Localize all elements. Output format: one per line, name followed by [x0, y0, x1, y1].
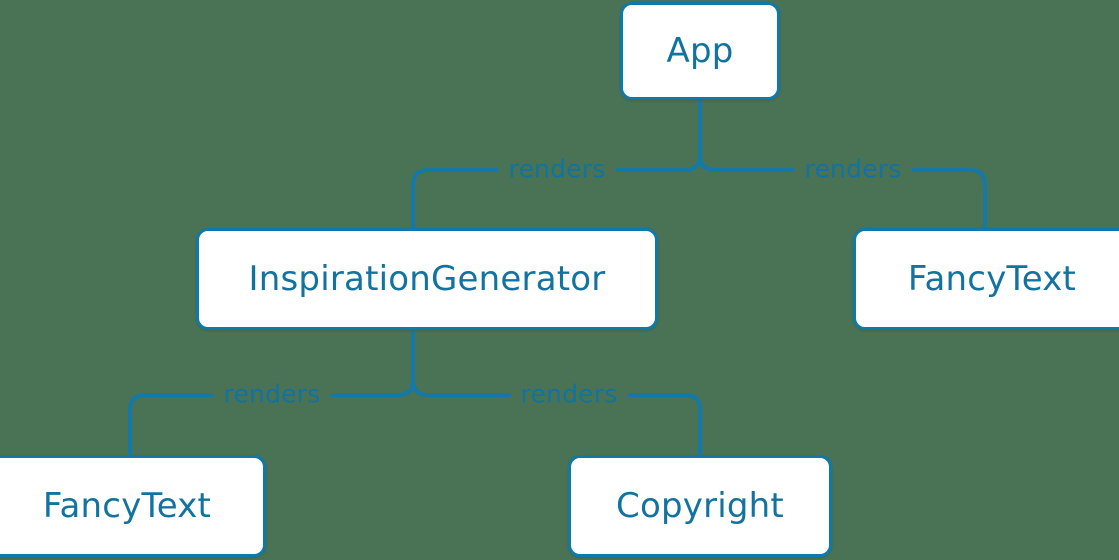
node-app-label: App: [666, 31, 734, 71]
edge-label-app-to-inspirationgenerator: renders: [498, 156, 616, 182]
edge-app-to-fancytext-right: [698, 153, 987, 230]
node-inspirationgenerator-label: InspirationGenerator: [248, 259, 606, 299]
edge-inspirationgenerator-to-copyright: [411, 378, 702, 457]
node-copyright-label: Copyright: [616, 486, 784, 526]
edge-label-inspirationgenerator-to-fancytext-left: renders: [213, 381, 331, 407]
node-fancytext-right-label: FancyText: [907, 259, 1077, 299]
node-inspirationgenerator[interactable]: InspirationGenerator: [196, 228, 658, 330]
edge-inspirationgenerator-to-fancytext-left: [128, 378, 415, 457]
node-copyright[interactable]: Copyright: [568, 455, 832, 557]
edge-app-to-inspirationgenerator: [411, 153, 702, 230]
edge-label-inspirationgenerator-to-copyright: renders: [510, 381, 628, 407]
node-fancytext-left[interactable]: FancyText: [0, 455, 266, 557]
node-fancytext-right[interactable]: FancyText: [853, 228, 1119, 330]
node-app[interactable]: App: [620, 2, 780, 100]
edge-label-app-to-fancytext-right: renders: [794, 156, 912, 182]
node-fancytext-left-label: FancyText: [42, 486, 212, 526]
